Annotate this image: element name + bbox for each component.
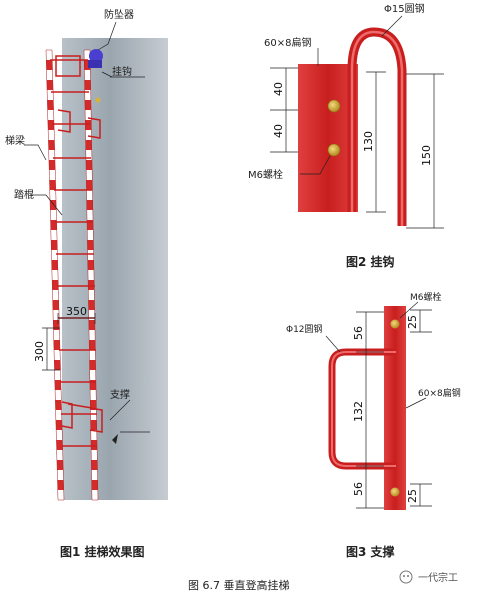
dim-40a-text: 40 [272, 82, 285, 96]
ladder-beam-left [45, 49, 65, 501]
support-flat-steel-label: 60×8扁钢 [418, 387, 461, 399]
hook-label: 挂钩 [112, 65, 132, 78]
figure1-ladder-render: 防坠器 挂钩 梯梁 踏棍 支撑 350 300 [5, 8, 168, 501]
support-bolt-label: M6螺栓 [410, 291, 442, 303]
support-flat-steel [384, 306, 406, 510]
fall-arrester-device [88, 49, 103, 68]
figure3-leaders [325, 301, 427, 409]
watermark: 一代宗工 [399, 570, 458, 584]
support-label: 支撑 [110, 388, 130, 401]
dim-56a-text: 56 [352, 326, 365, 340]
dim-150-text: 150 [420, 145, 433, 166]
dim-40-40 [270, 67, 298, 153]
dim-300 [42, 327, 60, 371]
dim-40b-text: 40 [272, 124, 285, 138]
support-column [62, 38, 168, 500]
dim-150 [406, 73, 444, 229]
dim-130 [366, 71, 386, 213]
figure2-hook-drawing: 40 40 130 150 Φ15圆钢 60×8扁钢 M6螺栓 [248, 2, 444, 229]
figure3-support-drawing: 56 132 56 25 25 M6螺栓 Φ12圆钢 60×8扁钢 [286, 291, 461, 510]
watermark-text: 一代宗工 [418, 571, 458, 584]
figure2-caption: 图2 挂钩 [346, 254, 395, 269]
support-bolt-top [390, 319, 400, 329]
bolt-bottom [327, 143, 341, 157]
ladder-brackets [55, 55, 103, 433]
bolt-top [327, 99, 341, 113]
figure2-leaders [300, 15, 403, 175]
main-caption: 图 6.7 垂直登高挂梯 [188, 578, 290, 592]
dim-300-text: 300 [33, 341, 46, 362]
dim-25b-text: 25 [406, 489, 419, 503]
rung-label: 踏棍 [14, 188, 34, 201]
dim-25a-text: 25 [406, 315, 419, 329]
figure3-caption: 图3 支撑 [346, 544, 395, 559]
wechat-icon [399, 570, 413, 584]
round-steel-label: Φ15圆钢 [384, 2, 425, 15]
fall-arrester-label: 防坠器 [104, 8, 134, 21]
support-arrow [112, 434, 118, 444]
round-steel-u-hook [347, 27, 407, 226]
figure1-caption: 图1 挂梯效果图 [60, 544, 145, 559]
dim-56-132-56 [356, 311, 384, 509]
ladder-beam-label: 梯梁 [5, 134, 25, 147]
dim-132-text: 132 [352, 401, 365, 422]
dim-25-25 [410, 309, 432, 507]
hook-detail [95, 97, 101, 103]
dim-56b-text: 56 [352, 482, 365, 496]
bolt-label: M6螺栓 [248, 168, 283, 181]
dim-130-text: 130 [362, 131, 375, 152]
dim-350 [57, 313, 96, 324]
dim-350-text: 350 [66, 305, 87, 318]
support-round-steel-label: Φ12圆钢 [286, 323, 323, 335]
support-bolt-bottom [390, 487, 400, 497]
figure1-leaders [24, 21, 150, 433]
flat-steel-label: 60×8扁钢 [264, 36, 311, 49]
